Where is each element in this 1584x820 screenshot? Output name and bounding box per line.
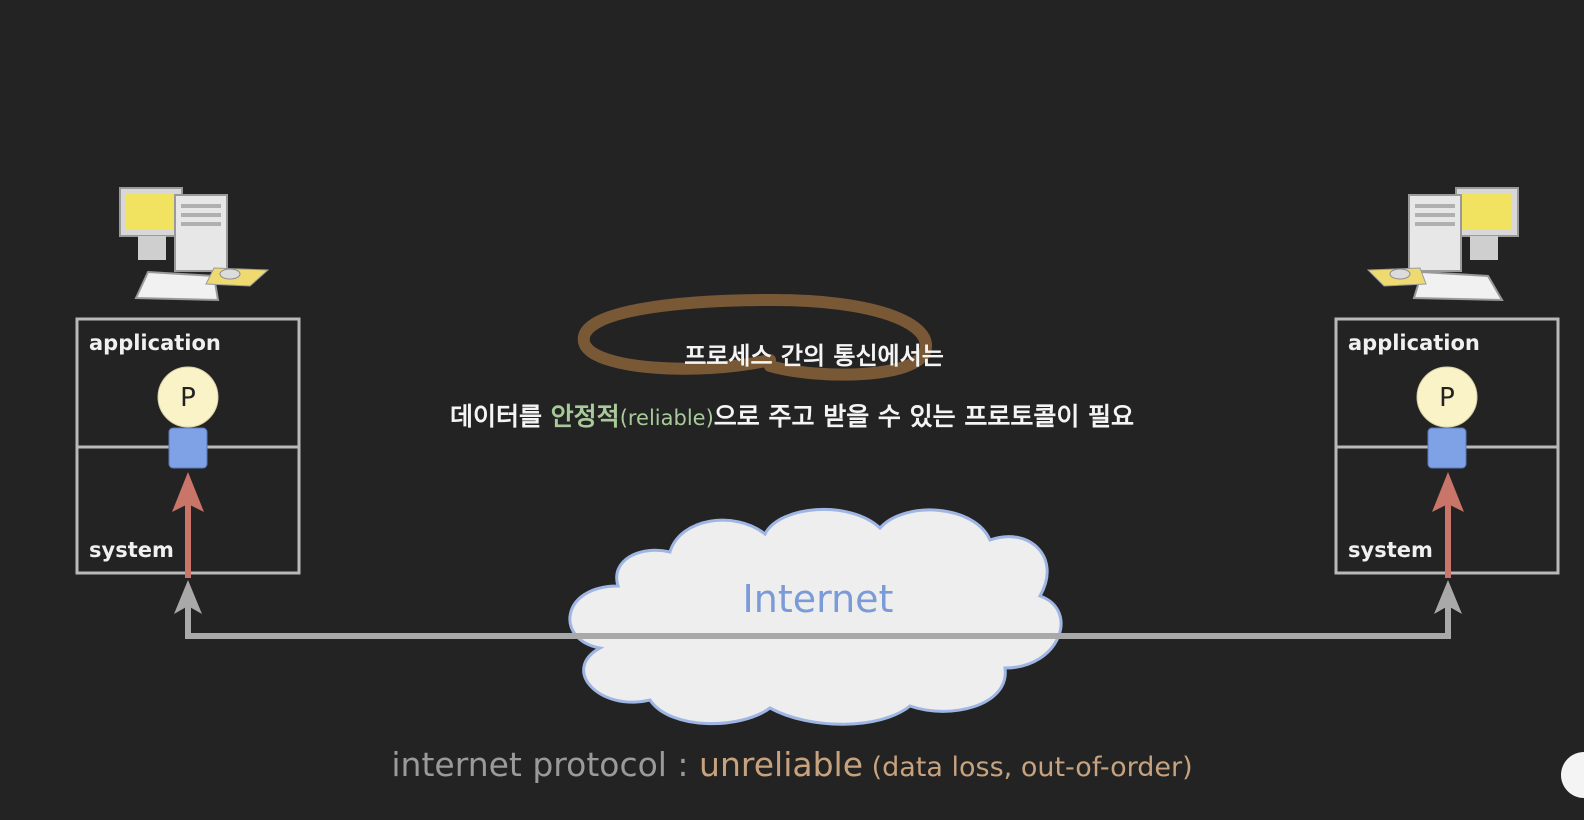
right-process-circle bbox=[1416, 366, 1478, 428]
headline-line1-text: 프로세스 간의 통신에서는 bbox=[684, 342, 944, 370]
internet-cloud: Internet bbox=[568, 508, 1063, 726]
left-gray-arrowhead bbox=[174, 580, 202, 614]
headline-line2-prefix: 데이터를 bbox=[449, 402, 551, 431]
headline-line-1: 프로세스 간의 통신에서는 bbox=[0, 336, 1584, 371]
headline-line-2: 데이터를 안정적(reliable)으로 주고 받을 수 있는 프로토콜이 필요 bbox=[0, 397, 1584, 433]
right-application-label: application bbox=[1348, 331, 1480, 355]
footer-keyword: unreliable bbox=[699, 745, 863, 784]
annotation-scribble bbox=[577, 293, 932, 381]
left-application-label: application bbox=[89, 331, 221, 355]
left-computer-icon bbox=[119, 187, 270, 302]
right-gray-arrowhead bbox=[1434, 580, 1462, 614]
left-up-arrowhead bbox=[172, 472, 204, 512]
internet-label: Internet bbox=[743, 577, 894, 621]
right-up-arrowhead bbox=[1432, 472, 1464, 512]
left-socket bbox=[168, 427, 208, 469]
left-process-circle bbox=[157, 366, 219, 428]
right-process-letter: P bbox=[1439, 383, 1455, 413]
footer-detail: (data loss, out-of-order) bbox=[863, 752, 1193, 783]
footer-prefix: internet protocol : bbox=[391, 745, 700, 784]
right-computer-icon bbox=[1366, 187, 1519, 302]
headline-line2-suffix: 으로 주고 받을 수 있는 프로토콜이 필요 bbox=[713, 402, 1135, 431]
right-system-label: system bbox=[1348, 538, 1433, 562]
left-process-letter: P bbox=[180, 383, 196, 413]
edge-overlay-circle bbox=[1561, 752, 1584, 798]
headline-line2-paren: (reliable) bbox=[619, 406, 714, 430]
network-path-line bbox=[185, 588, 1451, 639]
right-socket bbox=[1427, 427, 1467, 469]
footer-caption: internet protocol : unreliable (data los… bbox=[0, 745, 1584, 784]
headline-line2-highlight: 안정적 bbox=[550, 402, 620, 431]
left-system-label: system bbox=[89, 538, 174, 562]
